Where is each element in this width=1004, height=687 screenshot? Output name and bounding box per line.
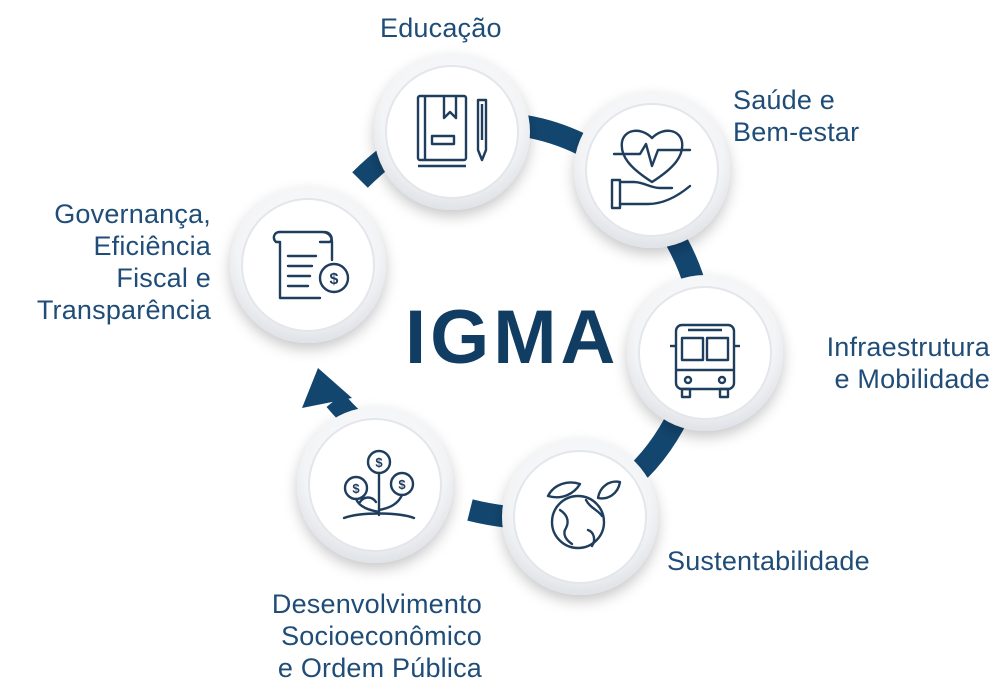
money-plant-icon: [342, 449, 416, 520]
node-governanca: $: [230, 187, 386, 343]
cycle-arrow-head: [302, 368, 352, 408]
coin-dollar-sign: $: [330, 271, 339, 288]
node-saude: [574, 92, 730, 248]
bus-icon: [670, 323, 740, 399]
svg-text:$: $: [398, 477, 406, 492]
label-educacao: Educação: [380, 13, 502, 43]
label-governanca: Governança, Eficiência Fiscal e Transpar…: [36, 199, 211, 325]
book-pen-icon: [416, 94, 488, 168]
globe-leaves-icon: [546, 480, 622, 550]
heart-hand-icon: [610, 129, 692, 210]
center-title: IGMA: [405, 295, 620, 380]
label-desenvolvimento: Desenvolvimento Socioeconômico e Ordem P…: [271, 589, 482, 683]
node-desenvolvimento: $ $ $: [297, 407, 453, 563]
label-sustentabilidade: Sustentabilidade: [667, 546, 870, 576]
dollar-signs: $ $ $: [352, 455, 406, 496]
node-infra: [627, 275, 783, 431]
node-sustentabilidade: [502, 439, 658, 595]
label-saude: Saúde e Bem-estar: [733, 85, 860, 147]
document-coin-icon: [272, 230, 350, 300]
svg-text:$: $: [352, 481, 360, 496]
svg-text:$: $: [375, 455, 383, 470]
node-educacao: [374, 54, 530, 210]
label-infra: Infraestrutura e Mobilidade: [826, 332, 990, 394]
